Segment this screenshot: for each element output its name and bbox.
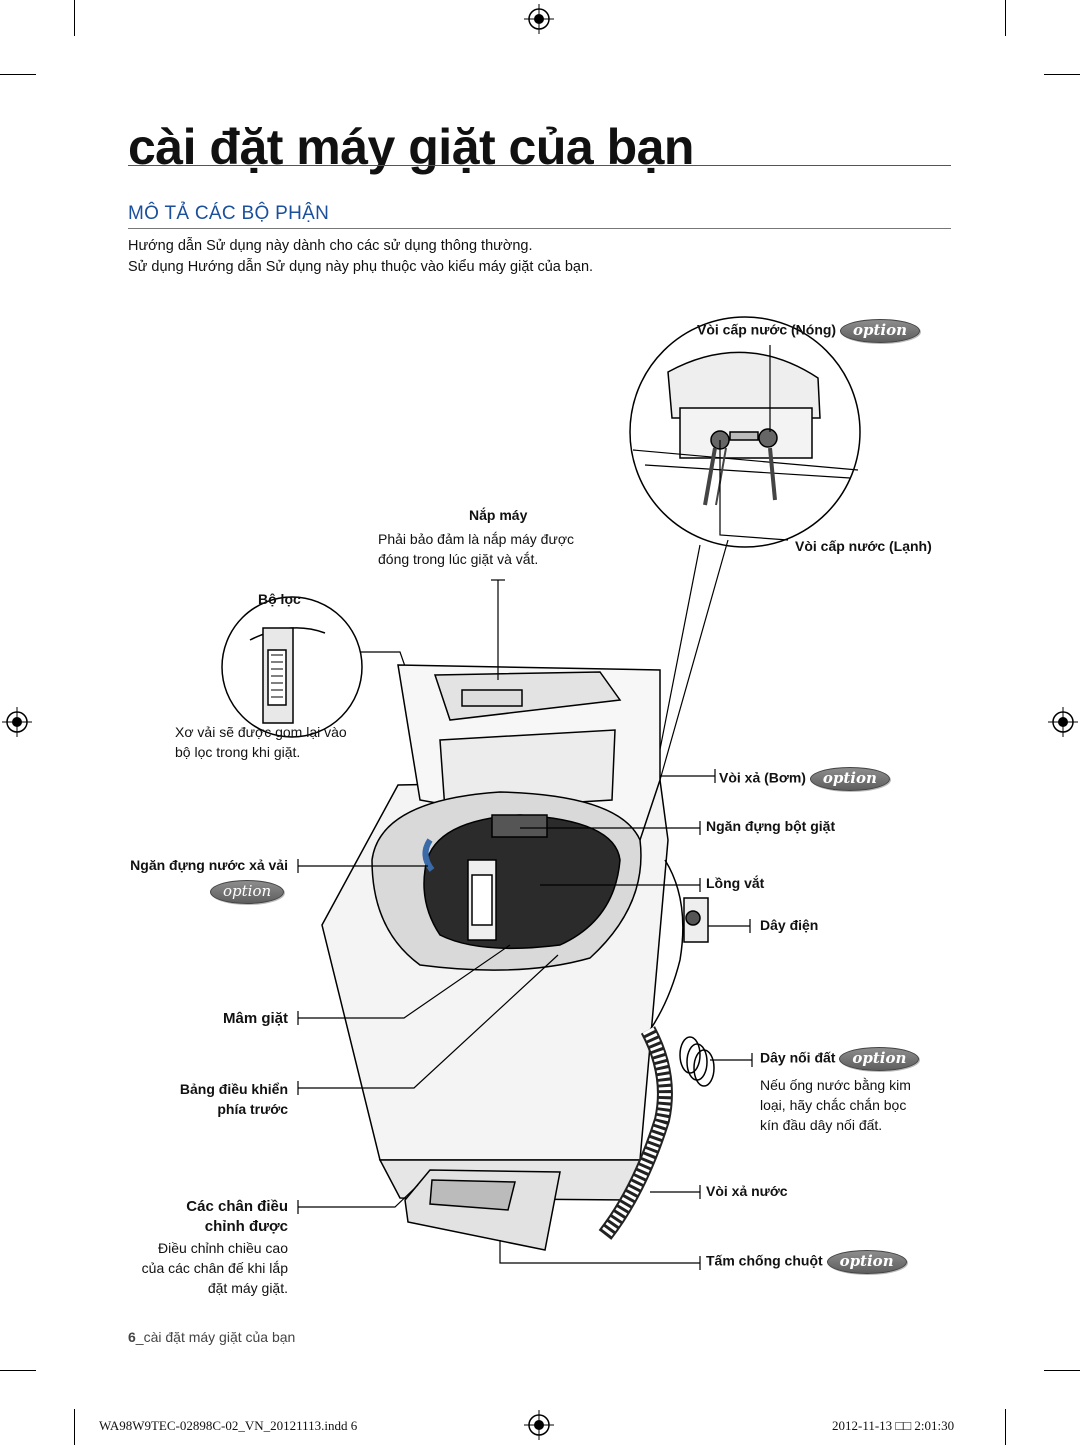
filter-note: Xơ vải sẽ được gom lại vào [175, 724, 347, 740]
ground-wire [679, 1036, 715, 1087]
zoom-callout [659, 539, 729, 781]
footer-text: _cài đặt máy giặt của bạn [135, 1329, 296, 1345]
label-tub: Lồng vắt [706, 875, 765, 891]
page-number: 6 [128, 1329, 136, 1345]
pulsator-leader [298, 944, 511, 1019]
power-plug [649, 859, 709, 1031]
title-rule [128, 165, 951, 166]
slug-file: WA98W9TEC-02898C-02_VN_20121113.indd 6 [99, 1418, 358, 1433]
label-pulsator: Mâm giặt [222, 1010, 288, 1027]
option-badge: option [839, 319, 921, 343]
crop-mark [1005, 1409, 1006, 1445]
page-footer: 6_cài đặt máy giặt của bạn [128, 1329, 295, 1345]
crop-mark [0, 74, 36, 75]
label-control-panel: Bảng điều khiển phía trước [179, 1081, 288, 1117]
label-softener-option: option [210, 880, 285, 904]
zoom-callout [654, 544, 701, 776]
ground-note: kín đầu dây nối đất. [760, 1117, 883, 1133]
filter-zoom [221, 596, 363, 738]
feet-leader [298, 1184, 419, 1208]
filter-note: bộ lọc trong khi giặt. [175, 744, 301, 760]
label-hot-valve: Vòi cấp nước (Nóng) option [697, 319, 921, 343]
rat-cover [404, 1169, 561, 1251]
label-feet: Các chân điều chỉnh được [186, 1198, 288, 1235]
label-lid: Nắp máy [469, 507, 528, 523]
feet-note: Điều chỉnh chiều cao của các chân đế khi… [141, 1240, 288, 1296]
drain-hose [598, 1026, 673, 1240]
registration-mark-icon [524, 1410, 554, 1440]
label-ground-wire: Dây nối đất option [760, 1047, 920, 1071]
label-filter: Bộ lọc [258, 591, 301, 607]
label-power-cord: Dây điện [760, 917, 819, 933]
valve-zoom [629, 316, 861, 548]
crop-mark [1005, 0, 1006, 36]
slug-date: 2012-11-13 □□ 2:01:30 [832, 1418, 955, 1433]
crop-mark [1044, 1370, 1080, 1371]
rat-cover-leader [499, 1240, 700, 1264]
option-badge: option [839, 1047, 920, 1071]
label-softener: Ngăn đựng nước xả vải [130, 857, 288, 873]
intro-line: Hướng dẫn Sử dụng này dành cho các sử dụ… [128, 238, 533, 254]
registration-mark-icon [2, 707, 32, 737]
option-badge: option [210, 880, 285, 904]
label-drain-pump: Vòi xả (Bơm) option [719, 767, 890, 791]
crop-mark [0, 1370, 36, 1371]
tub [371, 791, 642, 971]
registration-mark-icon [1048, 707, 1078, 737]
label-detergent: Ngăn đựng bột giặt [706, 818, 836, 834]
lid-note: đóng trong lúc giặt và vắt. [378, 551, 539, 567]
label-rat-cover: Tấm chống chuột option [706, 1250, 907, 1274]
crop-mark [74, 1409, 75, 1445]
crop-mark [1044, 74, 1080, 75]
option-badge: option [809, 767, 890, 791]
lid-note: Phải bảo đảm là nắp máy được [378, 531, 574, 547]
section-heading: MÔ TẢ CÁC BỘ PHẬN [128, 203, 330, 224]
label-cold-valve: Vòi cấp nước (Lạnh) [795, 538, 932, 554]
option-badge: option [826, 1250, 907, 1274]
ground-note: loại, hãy chắc chắn bọc [760, 1097, 907, 1113]
ground-note: Nếu ống nước bằng kim [760, 1077, 911, 1093]
cold-valve-leader [719, 440, 789, 541]
crop-mark [74, 0, 75, 36]
label-drain-hose: Vòi xả nước [706, 1183, 788, 1199]
section-rule [128, 228, 951, 229]
control-panel-leader [298, 954, 559, 1089]
intro-line: Sử dụng Hướng dẫn Sử dụng này phụ thuộc … [128, 259, 594, 275]
registration-mark-icon [524, 4, 554, 34]
